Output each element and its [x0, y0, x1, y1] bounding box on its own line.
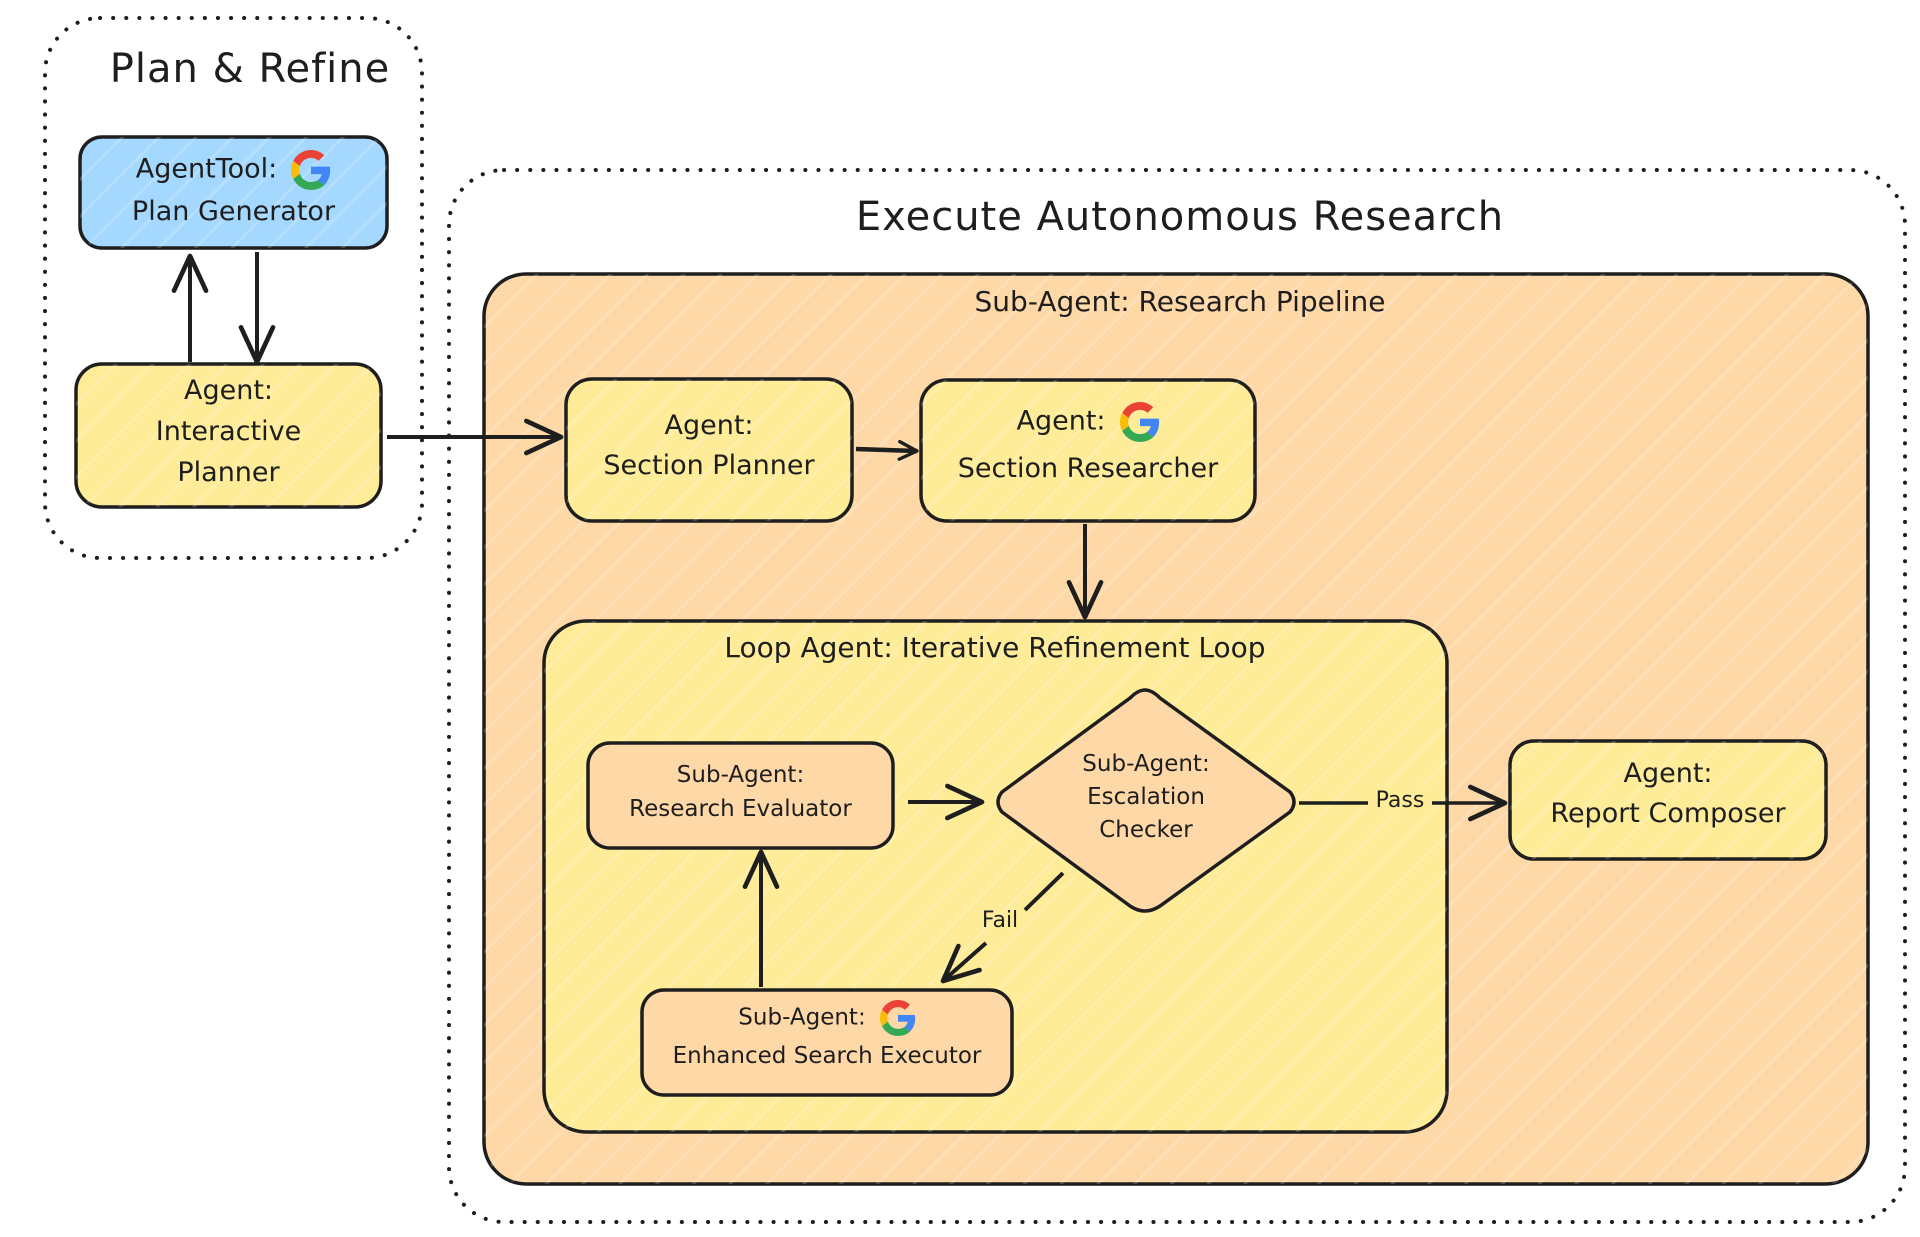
google-g-icon	[291, 150, 331, 190]
research-evaluator-shape	[586, 741, 895, 850]
enhanced-search-executor-line1: Sub-Agent:	[738, 1004, 866, 1031]
section-planner-line1: Agent:	[664, 410, 754, 441]
edge-label-pass: Pass	[1368, 787, 1432, 815]
report-composer-line2: Report Composer	[1550, 798, 1786, 829]
report-composer-hatch	[1510, 741, 1826, 859]
section-researcher-line1: Agent:	[1016, 405, 1106, 437]
section-researcher-hatch	[921, 380, 1255, 521]
section-planner-line2: Section Planner	[603, 450, 815, 481]
google-g-icon	[879, 1000, 916, 1036]
plan-refine-title: Plan & Refine	[109, 46, 391, 92]
research-evaluator-line2: Research Evaluator	[629, 796, 852, 822]
google-g-icon	[1119, 402, 1160, 442]
loop-title: Loop Agent: Iterative Refinement Loop	[724, 631, 1266, 664]
edge-section-planner-to-researcher	[855, 439, 919, 461]
escalation-checker-line1: Sub-Agent:	[1082, 751, 1210, 777]
interactive-planner-line2: Interactive	[155, 416, 302, 447]
enhanced-search-executor-line2: Enhanced Search Executor	[672, 1043, 982, 1069]
enhanced-search-executor-shape	[640, 988, 1014, 1097]
section-researcher-line2: Section Researcher	[957, 453, 1219, 484]
node-plan-generator[interactable]: AgentTool: Plan Generator	[80, 137, 387, 248]
node-escalation-checker[interactable]: Sub-Agent: Escalation Checker	[995, 690, 1297, 912]
interactive-planner-hatch	[76, 364, 381, 507]
execute-title: Execute Autonomous Research	[855, 194, 1505, 240]
plan-generator-line1: AgentTool:	[135, 153, 278, 185]
edge-checker-to-executor-fail	[1023, 871, 1065, 912]
research-evaluator-line1: Sub-Agent:	[676, 762, 805, 788]
interactive-planner-line3: Planner	[177, 457, 280, 488]
node-research-evaluator[interactable]: Sub-Agent: Research Evaluator	[588, 743, 893, 848]
escalation-checker-shape	[996, 688, 1296, 913]
escalation-checker-line3: Checker	[1099, 817, 1193, 843]
node-section-researcher[interactable]: Agent: Section Researcher	[921, 380, 1255, 521]
report-composer-line1: Agent:	[1623, 758, 1713, 789]
interactive-planner-line1: Agent:	[183, 375, 273, 406]
edge-label-fail: Fail	[981, 908, 1019, 933]
node-section-planner[interactable]: Agent: Section Planner	[566, 379, 852, 521]
node-report-composer[interactable]: Agent: Report Composer	[1510, 741, 1826, 859]
node-interactive-planner[interactable]: Agent: Interactive Planner	[76, 364, 381, 507]
execute-group-border	[447, 168, 1907, 1224]
edge-fail-arrow-segment	[940, 941, 988, 984]
section-planner-hatch	[566, 379, 852, 521]
node-enhanced-search-executor[interactable]: Sub-Agent: Enhanced Search Executor	[642, 990, 1012, 1095]
escalation-checker-line2: Escalation	[1087, 784, 1205, 810]
pipeline-title: Sub-Agent: Research Pipeline	[974, 285, 1386, 318]
plan-generator-line2: Plan Generator	[131, 196, 336, 227]
plan-generator-hatch	[80, 137, 387, 248]
